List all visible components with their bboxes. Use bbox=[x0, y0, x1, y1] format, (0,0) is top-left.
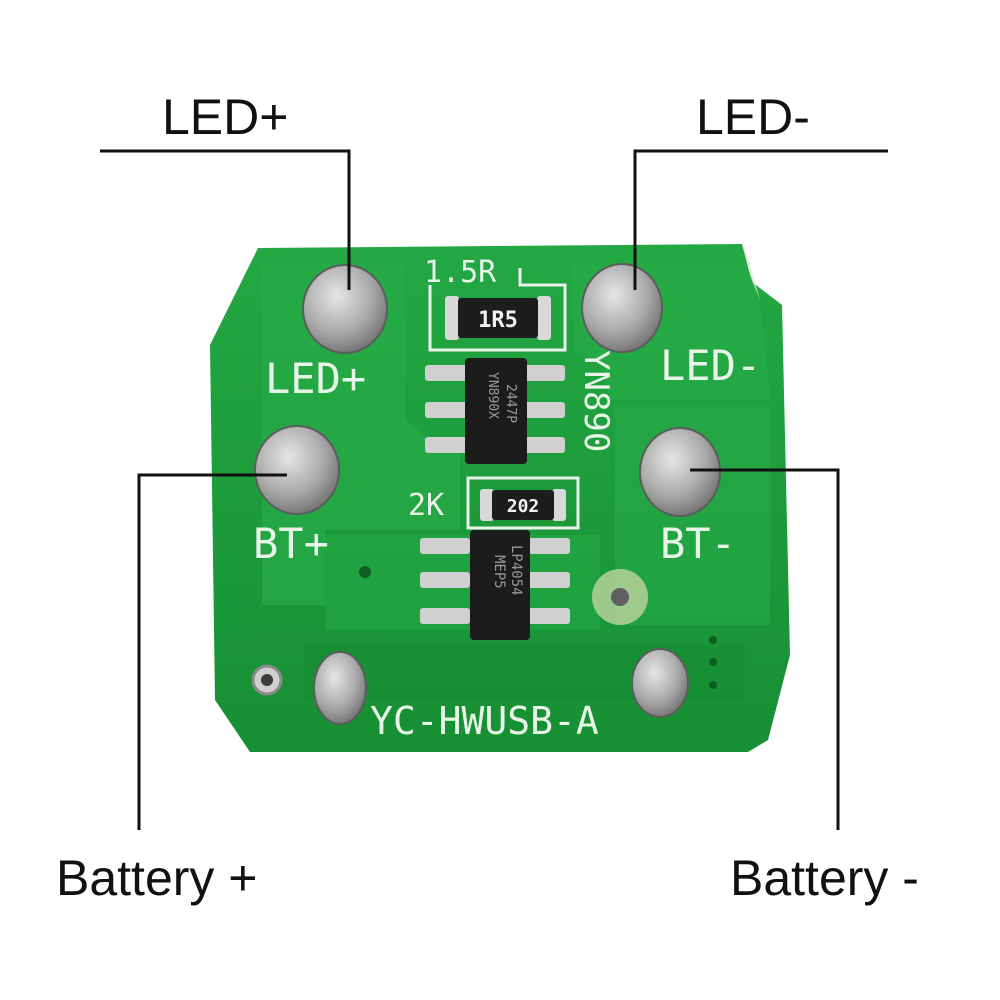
callout-battery-minus: Battery - bbox=[730, 850, 919, 906]
silk-chip1-label: YN890 bbox=[576, 350, 616, 452]
callout-lines bbox=[100, 149, 888, 830]
callout-line-led-plus bbox=[100, 149, 351, 290]
resistor-r1: 1R5 bbox=[445, 296, 551, 340]
pad-led-minus bbox=[581, 263, 663, 353]
callout-led-minus: LED- bbox=[696, 89, 810, 145]
callout-labels: LED+ LED- Battery + Battery - bbox=[56, 89, 919, 906]
silk-r2-value: 2K bbox=[408, 488, 444, 523]
callout-line-led-minus bbox=[633, 149, 888, 290]
pad-usb-left bbox=[313, 651, 367, 725]
callout-led-plus: LED+ bbox=[162, 89, 288, 145]
callout-battery-plus: Battery + bbox=[56, 850, 258, 906]
silkscreen-outlines bbox=[428, 268, 580, 530]
silk-bt-plus: BT+ bbox=[253, 519, 329, 568]
pad-led-plus bbox=[302, 264, 388, 354]
u2-marking-2: MEP5 bbox=[491, 555, 507, 589]
silk-bt-minus: BT- bbox=[660, 519, 736, 568]
chip-u1: YN890X 2447P bbox=[425, 358, 565, 464]
silk-board-name: YC-HWUSB-A bbox=[370, 699, 599, 743]
silk-led-plus: LED+ bbox=[265, 354, 366, 403]
chip-u2: LP4054 MEP5 bbox=[420, 530, 570, 640]
silk-r1-value: 1.5R bbox=[424, 255, 497, 290]
solder-pads bbox=[254, 263, 721, 725]
silk-led-minus: LED- bbox=[660, 341, 761, 390]
callout-line-battery-minus bbox=[690, 468, 840, 830]
callout-line-battery-plus bbox=[137, 473, 287, 830]
pad-bt-minus bbox=[639, 427, 721, 517]
r2-marking: 202 bbox=[507, 496, 540, 517]
pad-bt-plus bbox=[254, 425, 340, 515]
u2-marking-1: LP4054 bbox=[508, 545, 524, 596]
r1-marking: 1R5 bbox=[478, 308, 518, 333]
u1-marking-2: 2447P bbox=[503, 384, 518, 423]
pad-usb-right bbox=[631, 648, 689, 718]
resistor-r2: 202 bbox=[480, 489, 566, 521]
silkscreen-text: 1.5R LED+ LED- YN890 2K BT+ BT- YC-HWUSB… bbox=[253, 255, 761, 743]
u1-marking-1: YN890X bbox=[485, 372, 500, 419]
vias bbox=[251, 566, 717, 696]
